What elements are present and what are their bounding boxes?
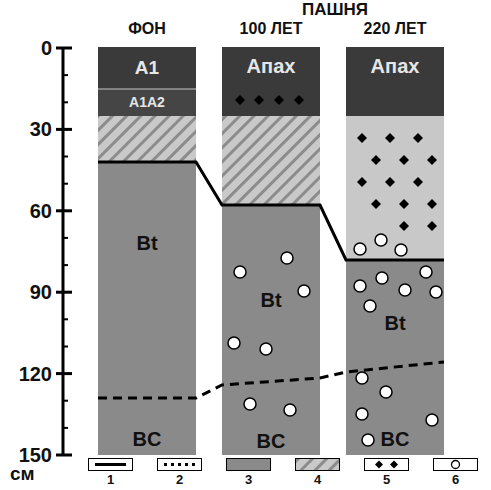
dashed-line-sample bbox=[164, 463, 195, 466]
horizon-label: Bt bbox=[346, 312, 444, 334]
legend-swatch bbox=[433, 458, 478, 471]
profile-column: 220 ЛЕТАпахBtBC bbox=[346, 47, 444, 455]
horizon-label: Bt bbox=[222, 289, 320, 311]
horizon-label: BC bbox=[98, 428, 196, 450]
horizon-band: BC bbox=[222, 380, 320, 455]
depth-value: 150 bbox=[4, 444, 52, 466]
horizon-band: A1A2 bbox=[98, 89, 196, 116]
group-heading: ПАШНЯ bbox=[280, 0, 390, 20]
depth-value: 90 bbox=[4, 281, 52, 303]
horizon-label: Апах bbox=[222, 55, 320, 77]
depth-value: 0 bbox=[4, 37, 52, 59]
column-heading: 220 ЛЕТ bbox=[346, 19, 444, 39]
legend-sample bbox=[89, 459, 132, 470]
circle-sample bbox=[452, 461, 460, 469]
horizon-label: A1A2 bbox=[98, 94, 196, 110]
legend-sample bbox=[434, 459, 477, 470]
legend-number: 5 bbox=[364, 473, 409, 487]
horizon-label: A1 bbox=[98, 57, 196, 78]
diamond-sample bbox=[375, 461, 383, 469]
bt-lower-boundary bbox=[98, 362, 444, 398]
column-heading: 100 ЛЕТ bbox=[222, 19, 320, 39]
horizon-label: BC bbox=[346, 428, 444, 450]
background-profile bbox=[98, 47, 196, 455]
horizon-band: A1 bbox=[98, 47, 196, 89]
hatch-sample bbox=[296, 459, 339, 470]
profile-column: 100 ЛЕТАпахBtBC bbox=[222, 47, 320, 455]
depth-value: 120 bbox=[4, 363, 52, 385]
legend-number: 2 bbox=[157, 473, 202, 487]
legend-sample bbox=[296, 459, 339, 470]
horizon-band: Bt bbox=[346, 260, 444, 362]
horizon-label: Апах bbox=[346, 55, 444, 77]
plowland-220-profile bbox=[346, 47, 444, 455]
legend-number: 3 bbox=[226, 473, 271, 487]
legend-number: 1 bbox=[88, 473, 133, 487]
legend-sample bbox=[365, 459, 408, 470]
legend-swatch bbox=[364, 458, 409, 471]
horizon-label: Bt bbox=[98, 232, 196, 254]
legend-sample bbox=[158, 459, 201, 470]
legend-number: 6 bbox=[433, 473, 478, 487]
depth-value: 30 bbox=[4, 118, 52, 140]
column-heading: ФОН bbox=[98, 19, 196, 39]
horizon-band: Апах bbox=[346, 47, 444, 93]
legend-number: 4 bbox=[295, 473, 340, 487]
legend-swatch bbox=[295, 458, 340, 471]
horizon-band: Апах bbox=[222, 47, 320, 93]
depth-value: 60 bbox=[4, 200, 52, 222]
plowland-100-profile bbox=[222, 47, 320, 455]
solid-line-sample bbox=[95, 463, 126, 466]
horizon-band: BC bbox=[98, 398, 196, 455]
horizon-band: Bt bbox=[222, 205, 320, 380]
horizon-band: Bt bbox=[98, 162, 196, 398]
unit-label: см bbox=[10, 463, 50, 485]
profile-column: ФОНA1A1A2BtBC bbox=[98, 47, 196, 455]
horizon-label: BC bbox=[222, 430, 320, 452]
horizon-band: BC bbox=[346, 362, 444, 455]
depth-axis bbox=[56, 47, 72, 456]
diamond-sample bbox=[390, 461, 398, 469]
legend-swatch bbox=[88, 458, 133, 471]
legend-swatch bbox=[226, 458, 271, 471]
eluvial-lower-boundary bbox=[98, 162, 444, 260]
legend-swatch bbox=[157, 458, 202, 471]
